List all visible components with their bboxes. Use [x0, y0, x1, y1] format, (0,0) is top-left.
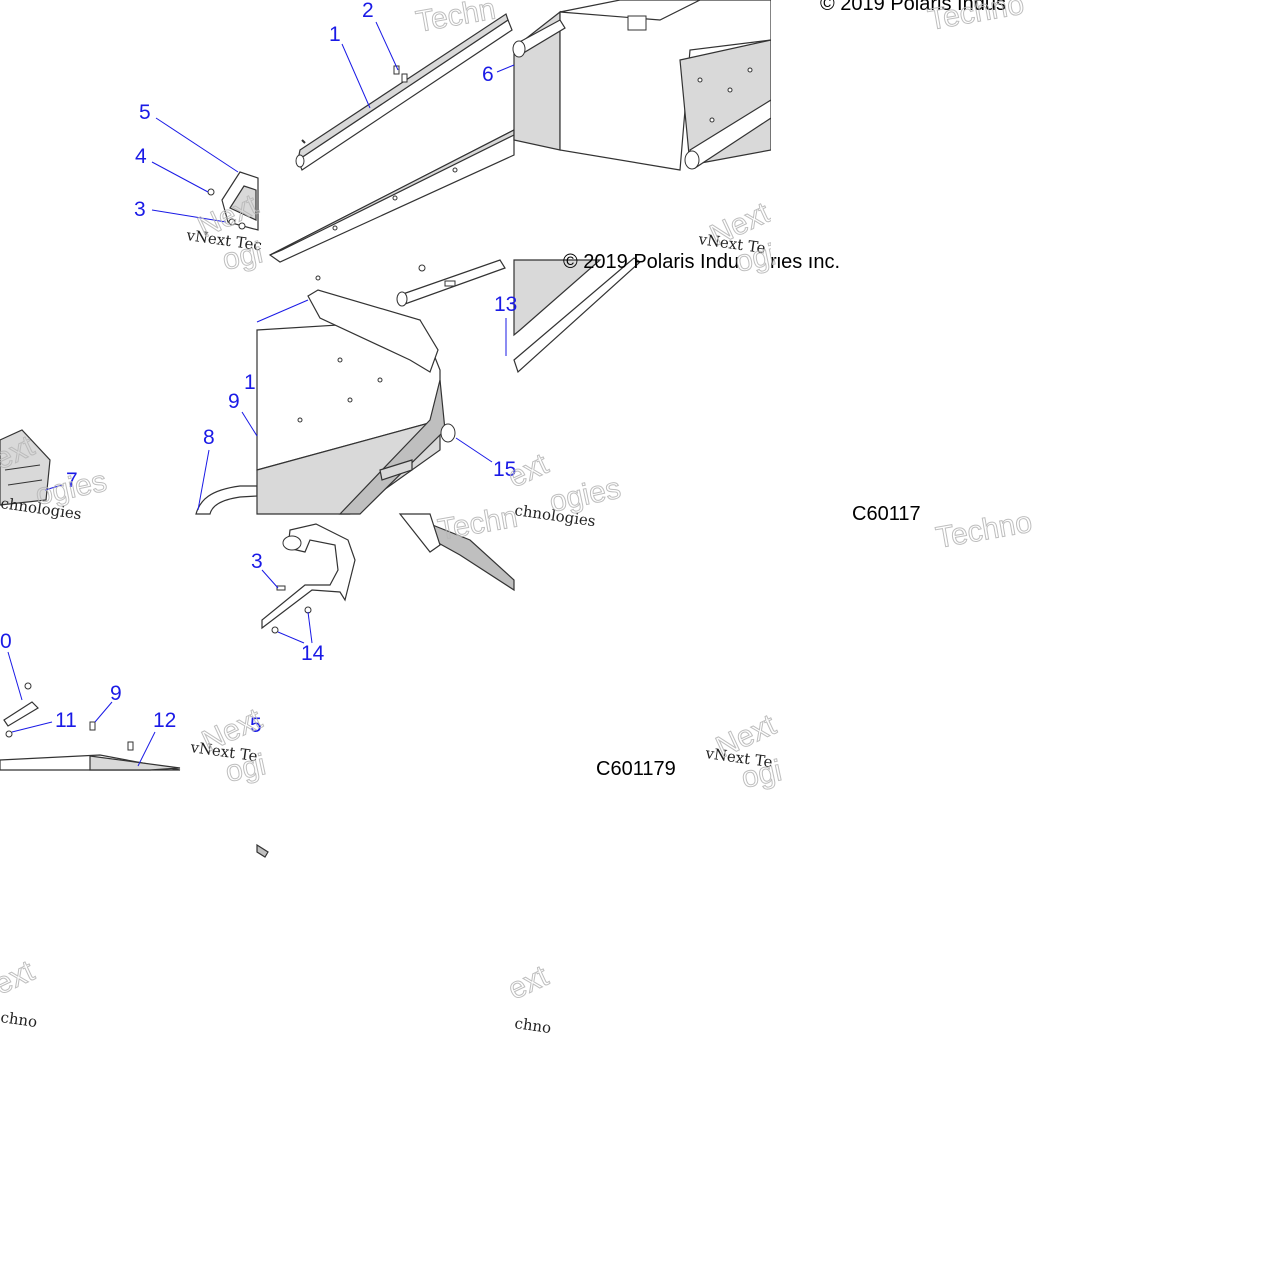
watermark-11: chno ext [503, 959, 555, 1037]
svg-text:ogies: ogies [547, 472, 624, 519]
svg-text:13: 13 [494, 293, 517, 316]
watermark-8: vNext Te Next ogi [188, 702, 269, 790]
svg-text:4: 4 [135, 145, 147, 168]
cargo-bed [256, 259, 506, 515]
svg-text:2: 2 [362, 0, 374, 22]
callout-7: 7 [44, 469, 78, 492]
callout-11: 11 [11, 709, 77, 733]
svg-text:6: 6 [482, 63, 494, 86]
engine-cover [0, 429, 51, 506]
svg-text:7: 7 [66, 469, 78, 492]
svg-text:ogi: ogi [739, 754, 785, 795]
watermark-9: vNext Te Next ogi [703, 708, 785, 796]
callout-2: 2 [362, 0, 399, 71]
drawing-code-cut: C60117 [852, 503, 921, 525]
callout-6: 6 [482, 63, 515, 86]
svg-text:3: 3 [134, 198, 146, 221]
watermark-7: Techno [933, 505, 1035, 555]
callout-13: 13 [494, 293, 517, 356]
small-clip [256, 843, 269, 858]
callout-15: 15 [455, 437, 516, 481]
svg-text:ext: ext [0, 954, 40, 1001]
svg-text:9: 9 [228, 390, 240, 413]
copyright-top: © 2019 Polaris Indus [820, 0, 1006, 15]
svg-text:15: 15 [493, 458, 516, 481]
side-panel [440, 257, 641, 443]
callout-14: 14 [277, 611, 325, 665]
tile-gap [771, 0, 820, 257]
drawing-code: C601179 [596, 758, 676, 780]
svg-text:14: 14 [301, 642, 325, 665]
callout-5: 5 [139, 101, 239, 173]
callout-3-lower: 3 [251, 550, 279, 589]
callout-10-lower: 0 [0, 630, 23, 701]
svg-text:Techno: Techno [925, 0, 1026, 37]
svg-text:5: 5 [250, 714, 262, 737]
watermark-1: vNext Tec Next ogi [184, 188, 266, 278]
svg-text:5: 5 [139, 101, 151, 124]
svg-text:ogi: ogi [223, 748, 269, 789]
svg-text:3: 3 [251, 550, 263, 573]
watermark-3: vNext Te Next ogi [696, 196, 779, 280]
callout-8: 8 [197, 426, 215, 511]
svg-text:9: 9 [110, 682, 122, 705]
svg-text:chno: chno [0, 1008, 38, 1031]
rear-bumper-top [195, 485, 258, 515]
svg-text:chno: chno [513, 1014, 552, 1037]
svg-text:ext: ext [503, 959, 554, 1006]
svg-text:0: 0 [0, 630, 12, 653]
svg-text:1: 1 [329, 23, 341, 46]
callout-12: 12 [137, 709, 176, 767]
cargo-box-upper [512, 0, 772, 171]
callout-10: 1 [244, 299, 309, 394]
callout-9: 9 [228, 390, 258, 437]
svg-text:12: 12 [153, 709, 176, 732]
svg-text:ogi: ogi [220, 236, 266, 277]
callout-3: 3 [134, 198, 227, 223]
svg-text:Techn: Techn [435, 500, 520, 546]
rail-assembly [268, 13, 515, 263]
svg-text:8: 8 [203, 426, 215, 449]
bracket-assembly [207, 171, 259, 231]
mounting-plate [0, 682, 181, 771]
svg-text:Techno: Techno [933, 506, 1034, 555]
svg-text:© 2019 Polaris Indu: © 2019 Polaris Indu [563, 251, 739, 273]
callout-4: 4 [135, 145, 209, 193]
watermark-4: Techno [925, 0, 1027, 37]
watermark-10: chno ext [0, 954, 40, 1031]
watermark-6: chnologies ext ogies Techn [435, 447, 624, 548]
side-rail-lower [398, 513, 515, 592]
svg-text:1: 1 [244, 371, 256, 394]
callout-9-lower: 9 [94, 682, 122, 723]
callout-5-lower: 5 [250, 714, 262, 737]
svg-text:11: 11 [55, 709, 77, 732]
callout-1: 1 [329, 23, 371, 109]
